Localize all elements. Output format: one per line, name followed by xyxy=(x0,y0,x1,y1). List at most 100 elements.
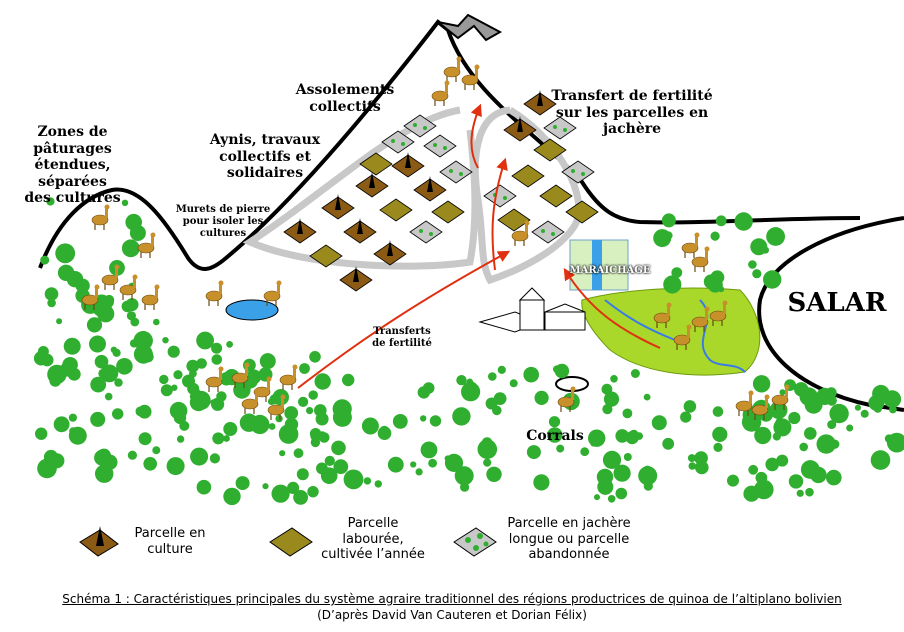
tree xyxy=(752,375,771,393)
tree xyxy=(734,212,753,231)
plot-culture xyxy=(283,218,317,244)
legend-icon-jachere xyxy=(453,527,497,557)
tree xyxy=(361,417,379,435)
tree xyxy=(55,243,76,264)
tree xyxy=(769,401,788,419)
tree xyxy=(377,426,392,441)
tree xyxy=(196,331,215,350)
tree xyxy=(49,453,65,469)
tree xyxy=(597,478,614,495)
llama xyxy=(735,390,754,416)
tree xyxy=(826,469,842,486)
tree xyxy=(694,451,708,465)
tree xyxy=(186,359,200,373)
tree xyxy=(796,489,804,497)
tree xyxy=(44,287,59,301)
legend-label-jachere: Parcelle en jachère longue ou parcelle a… xyxy=(507,516,631,563)
tree xyxy=(235,476,250,491)
tree xyxy=(688,462,697,470)
tree xyxy=(664,231,673,240)
tree xyxy=(422,382,435,394)
tree xyxy=(116,358,133,375)
tree xyxy=(211,342,223,354)
llama xyxy=(119,274,138,300)
tree xyxy=(262,483,269,490)
llama xyxy=(691,306,710,332)
plot-culture xyxy=(321,194,355,220)
llama xyxy=(81,284,100,310)
tree xyxy=(40,255,50,265)
tree xyxy=(90,376,107,393)
llama xyxy=(231,362,250,388)
fertility-arrow-3 xyxy=(470,103,482,169)
tree xyxy=(121,199,129,206)
tree xyxy=(176,435,185,443)
plot-culture xyxy=(373,240,407,266)
legend-icon-labouree xyxy=(269,527,313,557)
tree xyxy=(162,337,169,344)
caption-source: (D’après David Van Cauteren et Dorian Fé… xyxy=(317,608,587,622)
plot-labouree xyxy=(533,138,567,162)
tree xyxy=(794,382,809,397)
tree xyxy=(63,337,81,355)
tree xyxy=(287,481,300,494)
llama xyxy=(691,246,710,272)
label-pastures: Zones de pâturages étendues, séparées de… xyxy=(24,124,121,207)
llama xyxy=(241,388,260,414)
tree xyxy=(556,444,565,453)
tree xyxy=(615,487,628,500)
llama xyxy=(267,394,286,420)
tree xyxy=(621,473,628,481)
tree xyxy=(800,460,820,479)
tree xyxy=(615,429,629,443)
tree xyxy=(420,441,438,459)
tree xyxy=(86,317,103,333)
tree xyxy=(680,411,692,423)
tree xyxy=(671,267,683,278)
tree xyxy=(754,479,774,500)
tree xyxy=(40,353,54,367)
label-corrals: Corrals xyxy=(526,428,584,444)
tree xyxy=(707,277,723,293)
tree xyxy=(167,345,180,358)
tree xyxy=(410,461,417,468)
tree xyxy=(752,269,762,279)
tree xyxy=(293,490,308,505)
tree xyxy=(444,455,451,462)
tree xyxy=(662,437,675,450)
tree xyxy=(306,407,314,415)
tree xyxy=(173,411,187,425)
plot-culture xyxy=(355,172,389,198)
tree xyxy=(548,416,561,428)
tree xyxy=(104,392,113,401)
tree xyxy=(153,318,160,326)
tree xyxy=(308,390,318,400)
plot-culture xyxy=(413,176,447,202)
tree xyxy=(547,427,563,443)
tree xyxy=(622,408,633,419)
plot-culture xyxy=(503,116,537,142)
plot-jachere xyxy=(409,220,443,244)
tree xyxy=(89,335,106,353)
tree xyxy=(661,213,676,228)
tree xyxy=(196,358,207,369)
plot-labouree xyxy=(359,152,393,176)
tree xyxy=(46,197,55,206)
tree xyxy=(35,427,48,440)
tree xyxy=(748,260,757,269)
tree xyxy=(523,366,539,383)
plot-jachere xyxy=(439,160,473,184)
tree xyxy=(90,411,106,427)
tree xyxy=(630,369,640,378)
label-maraichage: MARAICHAGE xyxy=(569,265,651,276)
tree xyxy=(259,353,276,370)
plot-culture xyxy=(391,152,425,178)
tree xyxy=(710,231,720,241)
llama xyxy=(141,284,160,310)
tree xyxy=(324,455,335,466)
tree xyxy=(321,468,336,483)
tree xyxy=(98,368,108,379)
tree xyxy=(477,439,498,460)
tree xyxy=(173,370,183,380)
tree xyxy=(643,481,653,491)
